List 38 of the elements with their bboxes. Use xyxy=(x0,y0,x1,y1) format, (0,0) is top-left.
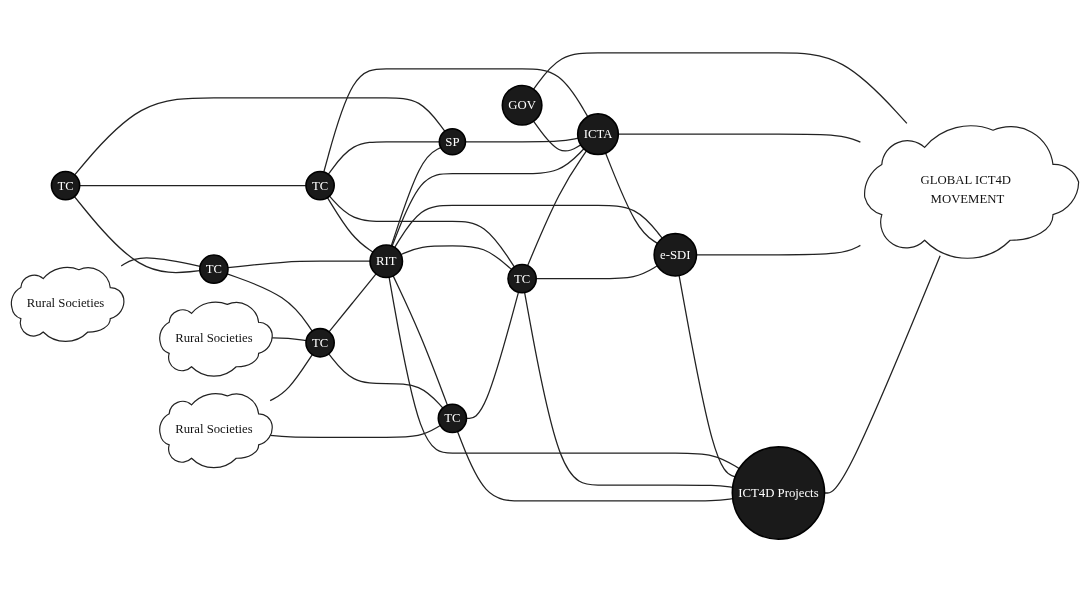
connector xyxy=(323,68,589,173)
connector xyxy=(400,245,513,271)
connector xyxy=(456,430,734,502)
connector xyxy=(390,146,442,247)
connector xyxy=(120,257,201,267)
node-circle: ICT4D Projects xyxy=(731,446,826,540)
connector xyxy=(533,120,582,152)
node-circle: ICTA xyxy=(576,113,620,156)
node-circle: SP xyxy=(438,127,467,156)
connector xyxy=(394,204,663,248)
node-circle: TC xyxy=(437,403,468,434)
node-circle: RIT xyxy=(369,244,404,279)
connector xyxy=(269,353,313,402)
connector xyxy=(392,275,449,406)
connector xyxy=(328,273,377,333)
node-circle: TC xyxy=(507,263,537,294)
connector xyxy=(74,97,446,176)
connector xyxy=(326,197,374,253)
connector xyxy=(604,152,659,245)
connector xyxy=(226,273,313,332)
connector xyxy=(73,195,201,274)
connector xyxy=(526,150,588,267)
node-circle: TC xyxy=(199,254,229,285)
connector xyxy=(678,275,736,478)
connector xyxy=(227,260,371,269)
node-circle: TC xyxy=(305,170,335,201)
node-circle: TC xyxy=(305,327,335,358)
connector xyxy=(388,276,740,470)
node-circle: TC xyxy=(50,170,81,201)
connector xyxy=(327,141,440,175)
connector xyxy=(524,291,734,488)
connector xyxy=(533,52,908,124)
node-circle: e-SDI xyxy=(653,232,698,277)
connector xyxy=(391,148,585,247)
node-circle: GOV xyxy=(501,84,543,126)
connector xyxy=(328,353,444,409)
connector xyxy=(269,424,441,438)
connector xyxy=(328,195,515,268)
